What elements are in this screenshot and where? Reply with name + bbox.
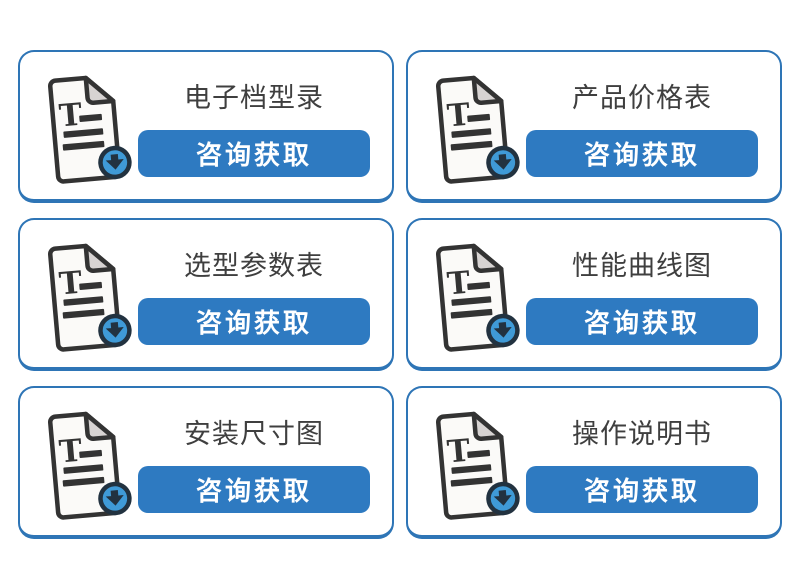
- download-card-grid: 电子档型录 咨询获取 产品价格表 咨询获取 选型参数表 咨询获取 性能曲线图 咨…: [18, 50, 782, 539]
- card-content: 性能曲线图 咨询获取: [518, 242, 766, 345]
- document-download-icon: [419, 69, 522, 189]
- document-download-icon: [419, 237, 522, 357]
- card-title: 操作说明书: [572, 419, 712, 449]
- card-title: 选型参数表: [184, 251, 324, 281]
- card-title: 性能曲线图: [572, 251, 712, 281]
- document-download-icon: [31, 237, 134, 357]
- consult-button[interactable]: 咨询获取: [526, 130, 758, 177]
- consult-button[interactable]: 咨询获取: [526, 466, 758, 513]
- card-content: 操作说明书 咨询获取: [518, 410, 766, 513]
- document-download-icon: [419, 405, 522, 525]
- document-download-icon: [31, 69, 134, 189]
- consult-button[interactable]: 咨询获取: [138, 130, 370, 177]
- card-electronic-catalog: 电子档型录 咨询获取: [18, 50, 394, 203]
- card-content: 选型参数表 咨询获取: [130, 242, 378, 345]
- card-selection-parameters: 选型参数表 咨询获取: [18, 218, 394, 371]
- card-performance-curve: 性能曲线图 咨询获取: [406, 218, 782, 371]
- consult-button[interactable]: 咨询获取: [526, 298, 758, 345]
- document-download-icon: [31, 405, 134, 525]
- consult-button[interactable]: 咨询获取: [138, 298, 370, 345]
- card-title: 安装尺寸图: [184, 419, 324, 449]
- card-title: 产品价格表: [572, 83, 712, 113]
- card-title: 电子档型录: [184, 83, 324, 113]
- card-content: 产品价格表 咨询获取: [518, 74, 766, 177]
- card-installation-dimensions: 安装尺寸图 咨询获取: [18, 386, 394, 539]
- consult-button[interactable]: 咨询获取: [138, 466, 370, 513]
- card-content: 安装尺寸图 咨询获取: [130, 410, 378, 513]
- card-operation-manual: 操作说明书 咨询获取: [406, 386, 782, 539]
- card-content: 电子档型录 咨询获取: [130, 74, 378, 177]
- card-price-list: 产品价格表 咨询获取: [406, 50, 782, 203]
